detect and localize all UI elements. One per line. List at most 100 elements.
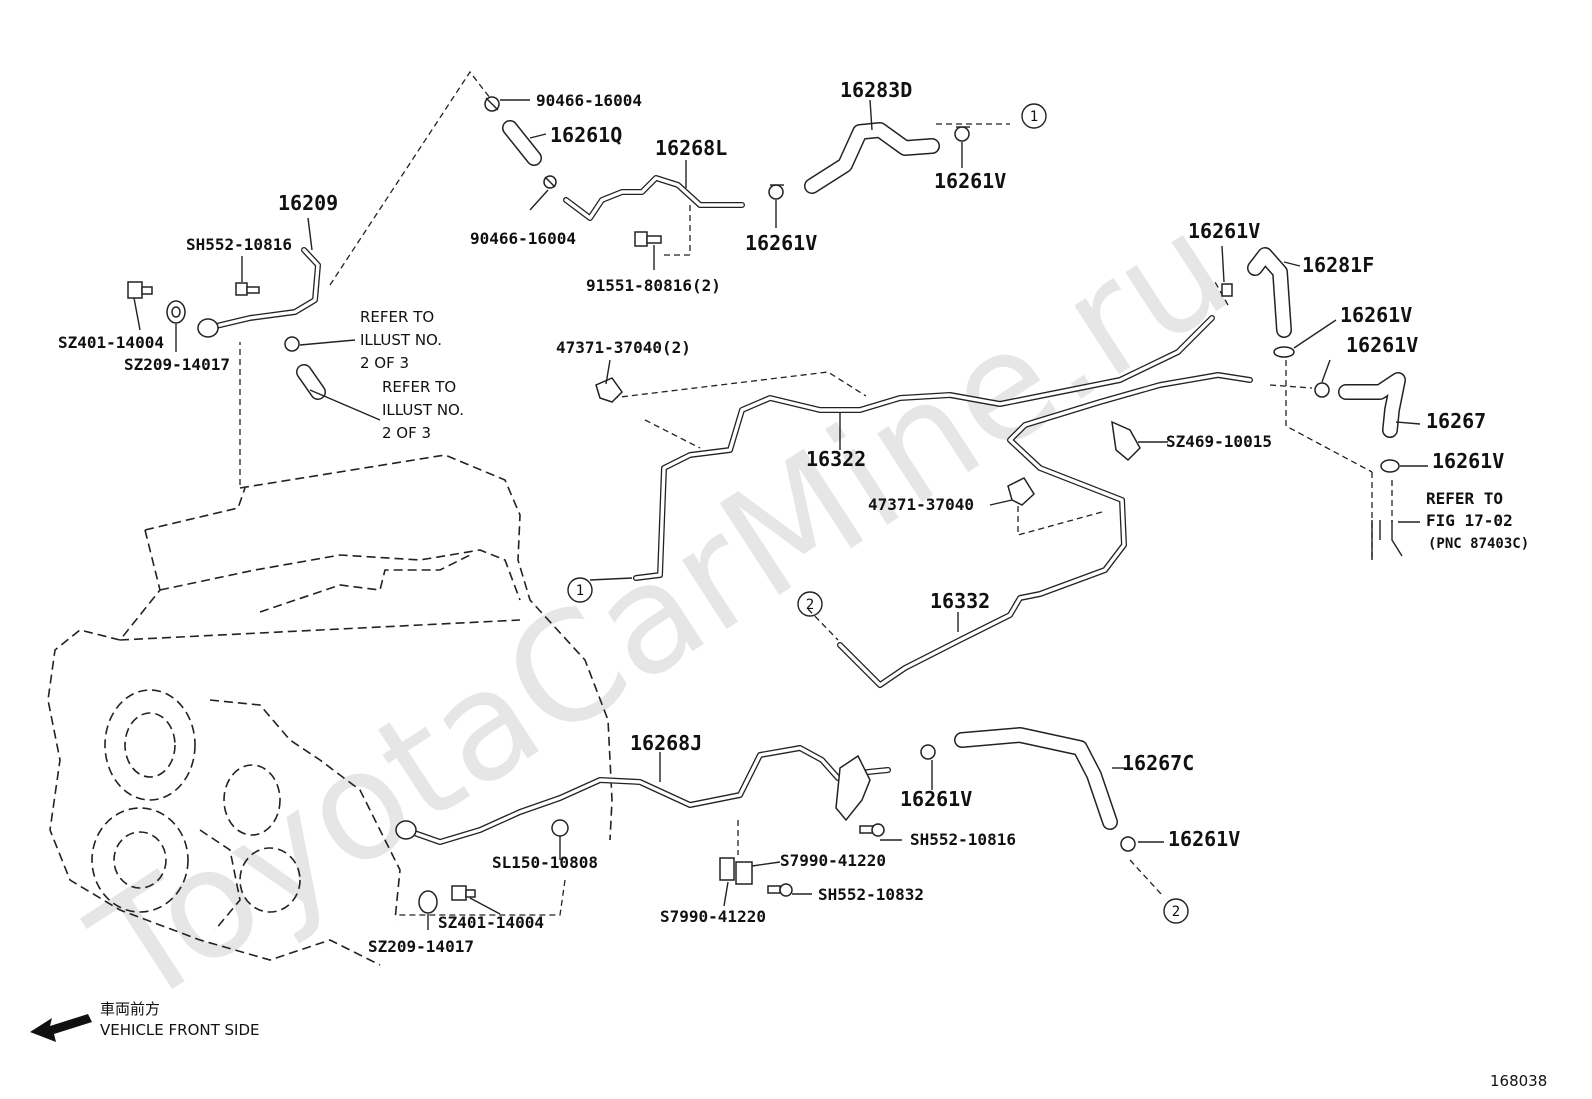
label-SH552-mid: SH552-10816 [910, 830, 1016, 849]
label-16261V-g: 16261V [900, 787, 972, 811]
bracket-S7990 [719, 857, 753, 885]
svg-text:1: 1 [576, 583, 584, 599]
label-16261V-f: 16261V [1432, 449, 1504, 473]
label-16261V-e: 16261V [1346, 333, 1418, 357]
clamp-SZ469 [1111, 420, 1141, 462]
label-16268J: 16268J [630, 731, 702, 755]
callout-circle-1-left: 1 [567, 577, 593, 603]
fitting-16209 [197, 318, 219, 338]
refer-note-2: REFER TO ILLUST NO. 2 OF 3 [382, 378, 464, 442]
label-47371-2: 47371-37040(2) [556, 338, 691, 357]
label-SZ209-top: SZ209-14017 [124, 355, 230, 374]
label-16322: 16322 [806, 447, 866, 471]
svg-text:REFER TO: REFER TO [382, 378, 456, 396]
bolt-91551 [634, 231, 662, 247]
svg-text:REFER TO: REFER TO [1426, 489, 1503, 508]
clip-16261V-b [954, 126, 970, 142]
label-90466-bot: 90466-16004 [470, 229, 576, 248]
clip-16261V-e [1314, 382, 1330, 398]
callout-circle-2-left: 2 [797, 591, 823, 617]
fitting-16268J [395, 820, 417, 840]
label-SZ209-bot: SZ209-14017 [368, 937, 474, 956]
label-16281F: 16281F [1302, 253, 1374, 277]
label-16332: 16332 [930, 589, 990, 613]
clamp-47371 [1007, 477, 1035, 506]
label-16261Q: 16261Q [550, 123, 622, 147]
washer-SZ209-bot [418, 890, 438, 914]
label-16261V-c: 16261V [1188, 219, 1260, 243]
clip-16261V-a [768, 184, 784, 200]
label-90466-top: 90466-16004 [536, 91, 642, 110]
svg-text:ILLUST NO.: ILLUST NO. [382, 401, 464, 419]
clip-16209 [284, 336, 300, 352]
label-47371: 47371-37040 [868, 495, 974, 514]
svg-text:2: 2 [1172, 904, 1180, 920]
figure-number: 168038 [1490, 1072, 1547, 1090]
pipe-16268L [563, 175, 745, 221]
svg-text:2 OF 3: 2 OF 3 [382, 424, 431, 442]
bolt-SZ401-top [127, 281, 153, 299]
label-SZ469: SZ469-10015 [1166, 432, 1272, 451]
bolt-SL150 [551, 819, 569, 837]
part-labels: 90466-16004 16261Q 16268L 16283D 16261V … [58, 78, 1504, 956]
label-SH552-top: SH552-10816 [186, 235, 292, 254]
vehicle-front-indicator: 車両前方 VEHICLE FRONT SIDE [30, 1000, 260, 1042]
engine-outline [47, 454, 613, 966]
front-label-jp: 車両前方 [100, 1000, 160, 1018]
label-SZ401-bot: SZ401-14004 [438, 913, 544, 932]
label-S7990-b: S7990-41220 [660, 907, 766, 926]
label-16261V-h: 16261V [1168, 827, 1240, 851]
connector-refer-fig [1371, 520, 1403, 560]
label-S7990-a: S7990-41220 [780, 851, 886, 870]
label-16261V-a: 16261V [745, 231, 817, 255]
clip-16261V-d [1273, 346, 1295, 358]
label-16283D: 16283D [840, 78, 912, 102]
hose-16267C [954, 727, 1118, 830]
bolt-SZ401-bot [451, 885, 476, 901]
label-SL150: SL150-10808 [492, 853, 598, 872]
clip-90466-bot [543, 175, 557, 189]
svg-text:ILLUST NO.: ILLUST NO. [360, 331, 442, 349]
refer-note-1: REFER TO ILLUST NO. 2 OF 3 [360, 308, 442, 372]
pipe-16322 [633, 315, 1215, 581]
label-16268L: 16268L [655, 136, 727, 160]
label-16267: 16267 [1426, 409, 1486, 433]
refer-note-fig: REFER TO FIG 17-02 (PNC 87403C) [1426, 489, 1529, 552]
pipe-16268J [397, 745, 891, 845]
solid-leaders [133, 99, 1428, 930]
label-16261V-b: 16261V [934, 169, 1006, 193]
pipe-16332 [837, 372, 1253, 688]
label-SH552-bot: SH552-10832 [818, 885, 924, 904]
label-16261V-d: 16261V [1340, 303, 1412, 327]
callout-circle-2-bottom: 2 [1163, 898, 1189, 924]
svg-text:1: 1 [1030, 109, 1038, 125]
clip-16261V-f [1380, 459, 1400, 473]
callout-circle-1-top: 1 [1021, 103, 1047, 129]
label-91551: 91551-80816(2) [586, 276, 721, 295]
washer-SZ209-top [166, 300, 186, 324]
hose-16283D [804, 122, 940, 194]
svg-text:2: 2 [806, 597, 814, 613]
front-arrow-icon [30, 1014, 92, 1042]
clip-16261V-h [1120, 836, 1136, 852]
clip-90466-top [484, 96, 500, 112]
clamp-47371-2 [595, 377, 623, 403]
front-label-en: VEHICLE FRONT SIDE [100, 1021, 260, 1039]
hose-16261Q [502, 120, 542, 166]
clip-16261V-g [920, 744, 936, 760]
hose-16267 [1338, 372, 1406, 438]
label-SZ401-top: SZ401-14004 [58, 333, 164, 352]
svg-text:REFER TO: REFER TO [360, 308, 434, 326]
pipe-16209 [209, 247, 321, 330]
hose-16281F [1247, 247, 1292, 338]
clip-16261V-c [1221, 283, 1233, 297]
hose-small [296, 364, 326, 400]
label-16209: 16209 [278, 191, 338, 215]
bracket-16268J [835, 754, 871, 822]
label-16267C: 16267C [1122, 751, 1194, 775]
svg-text:2 OF 3: 2 OF 3 [360, 354, 409, 372]
bolt-SH552-top [235, 282, 260, 296]
svg-text:(PNC 87403C): (PNC 87403C) [1428, 536, 1529, 552]
svg-text:FIG 17-02: FIG 17-02 [1426, 511, 1513, 530]
